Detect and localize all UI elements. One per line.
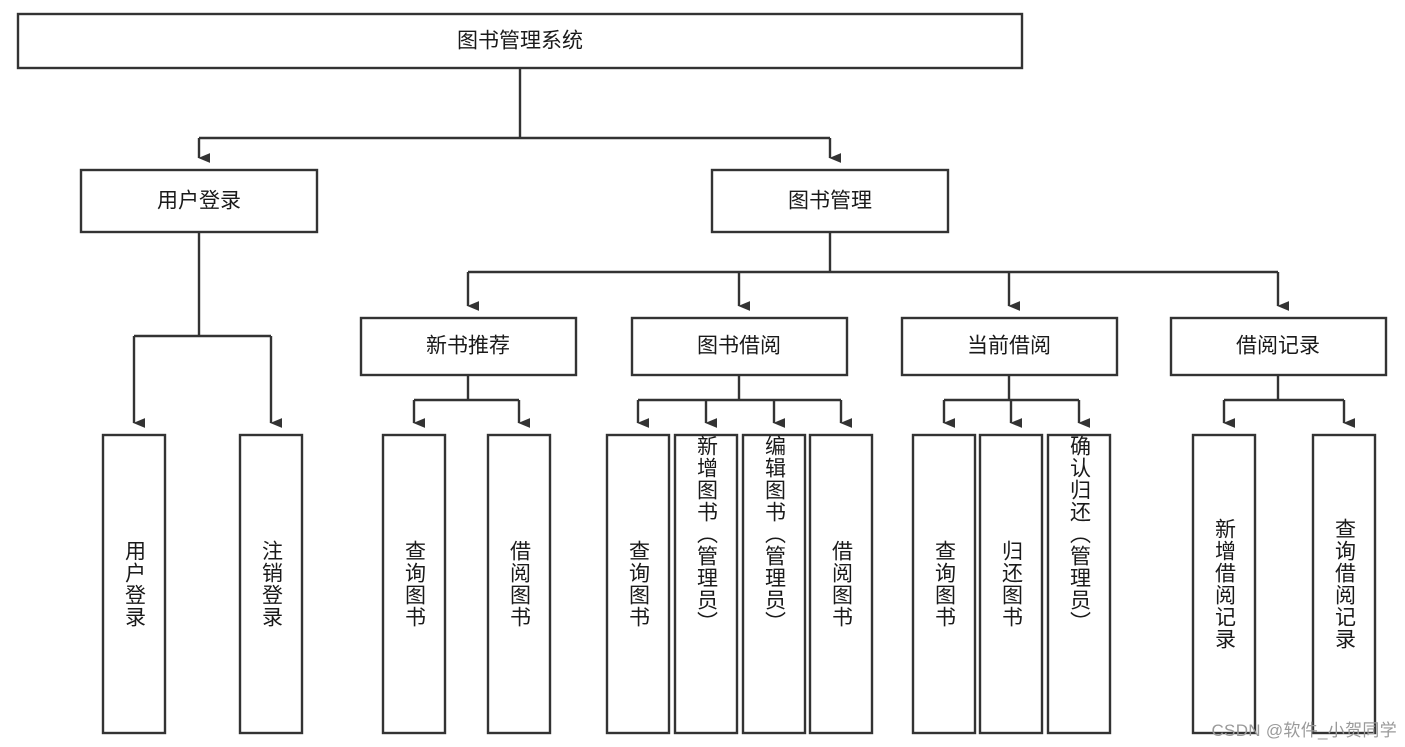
node-new-book-recommend-label: 新书推荐 [426,335,510,358]
node-root[interactable]: 图书管理系统 [16,12,1024,70]
node-book-management[interactable]: 图书管理 [710,168,950,234]
connector-currentborrow-to-leaves [942,375,1091,428]
node-root-label: 图书管理系统 [457,30,583,53]
node-book-management-label: 图书管理 [788,190,872,213]
leaf-user-login-0[interactable] [101,433,167,735]
leaf-new-book-0[interactable] [381,433,447,735]
connector-bookborrow-to-leaves [636,375,853,428]
node-book-borrow-label: 图书借阅 [697,335,781,358]
leaf-new-book-1[interactable] [486,433,552,735]
node-user-login-label: 用户登录 [157,190,241,213]
leaf-book-borrow-0[interactable] [605,433,671,735]
node-current-borrow-label: 当前借阅 [967,335,1051,358]
leaf-borrow-record-1[interactable] [1311,433,1377,735]
connector-userlogin-to-leaves [132,232,283,428]
leaf-current-borrow-1[interactable] [978,433,1044,735]
connector-bookmgmt-to-level3 [466,232,1290,311]
node-book-borrow[interactable]: 图书借阅 [630,316,849,377]
node-borrow-record-label: 借阅记录 [1236,335,1320,358]
connector-newbook-to-leaves [412,375,531,428]
leaf-user-login-1[interactable] [238,433,304,735]
leaf-book-borrow-1[interactable] [673,433,739,735]
csdn-watermark: CSDN @软件_小贺同学 [1211,721,1397,740]
leaf-current-borrow-0[interactable] [911,433,977,735]
node-borrow-record[interactable]: 借阅记录 [1169,316,1388,377]
connector-root-to-level2 [197,68,842,163]
node-new-book-recommend[interactable]: 新书推荐 [359,316,578,377]
leaf-current-borrow-2[interactable] [1046,433,1112,735]
leaf-borrow-record-0[interactable] [1191,433,1257,735]
node-current-borrow[interactable]: 当前借阅 [900,316,1119,377]
node-user-login[interactable]: 用户登录 [79,168,319,234]
connector-borrowrecord-to-leaves [1222,375,1356,428]
leaf-book-borrow-3[interactable] [808,433,874,735]
leaf-book-borrow-2[interactable] [741,433,807,735]
